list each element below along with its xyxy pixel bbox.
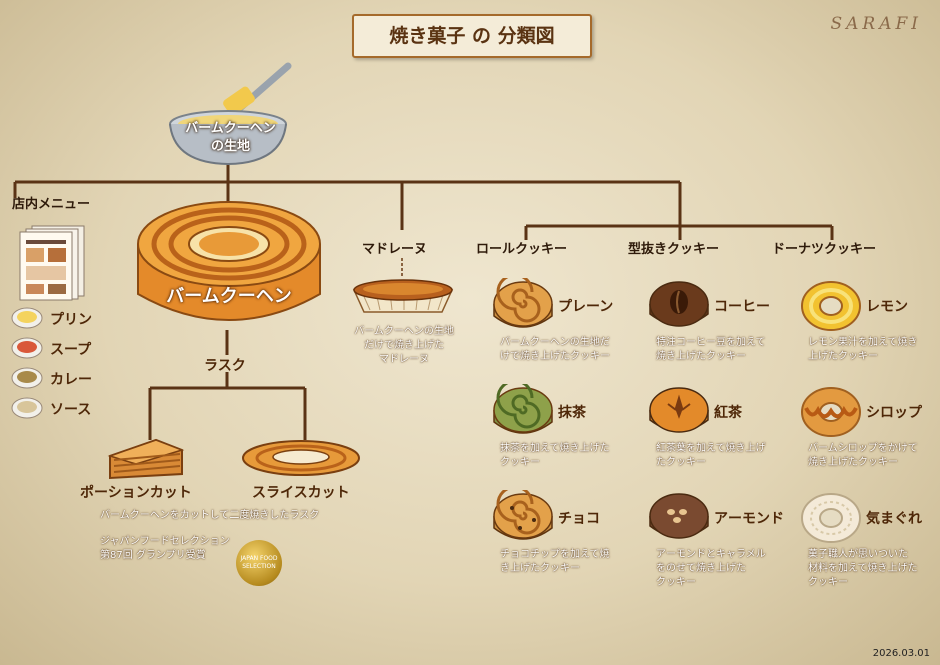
menu-item-soup: スープ [10,335,91,365]
matcha-roll-cookie-icon [493,384,553,434]
madeleine-heading: マドレーヌ [362,242,428,257]
cookie-description: 紅茶葉を加えて焼き上げ たクッキー [656,443,766,468]
menu-item-curry: カレー [10,365,92,395]
lemon-donut-cookie-icon [801,281,861,331]
cookie-description: 菓子職人が思いついた 材料を加えて焼き上げた クッキー [808,549,918,588]
cookie-label: コーヒー [714,299,770,315]
baumkuchen-label: バームクーヘン [166,286,292,307]
pudding-icon [11,307,43,329]
award-seal: JAPAN FOOD SELECTION [236,540,282,586]
cookie-description: アーモンドとキャラメル をのせて焼き上げた クッキー [656,549,766,588]
choco-roll-cookie-icon [493,490,553,540]
cookie-label: 抹茶 [558,405,586,421]
madeleine-description: バームクーヘンの生地 だけで焼き上げた マドレーヌ [354,326,454,365]
cookie-label: プレーン [558,299,614,315]
date-stamp: 2026.03.01 [872,648,930,659]
portion-cut-rusk-icon [107,438,185,480]
menu-item-pudding: プリン [10,305,92,335]
soup-icon [11,337,43,359]
cookie-description: チョコチップを加えて焼 き上げたクッキー [500,549,610,574]
menu-book-icon [19,225,85,301]
cookie-label: シロップ [866,405,922,421]
sauce-icon [11,397,43,419]
mixing-bowl-icon [169,62,292,166]
almond-cookie-icon [649,493,709,539]
cookie-description: 特注コーヒー豆を加えて 焼き上げたクッキー [656,337,766,362]
column-heading: ドーナツクッキー [772,242,877,257]
syrup-donut-cookie-icon [801,387,861,437]
column-heading: 型抜きクッキー [628,242,720,257]
cookie-label: アーモンド [714,511,784,527]
page-title: 焼き菓子 の 分類図 [352,14,592,58]
curry-icon [11,367,43,389]
cookie-label: レモン [866,299,908,315]
award-text: ジャパンフードセレクション 第87回 グランプリ受賞 [100,536,230,561]
store-menu-heading: 店内メニュー [12,197,91,212]
whim-donut-cookie-icon [801,493,861,543]
rusk-description: バームクーヘンをカットして二度焼きしたラスク [100,510,320,521]
slice-cut-label: スライスカット [252,485,350,501]
cookie-label: チョコ [558,511,600,527]
baumkuchen-icon [137,201,321,321]
cookie-label: 紅茶 [714,405,742,421]
dough-label: バームクーヘン の生地 [185,121,276,154]
cookie-label: 気まぐれ [866,511,922,527]
rusk-heading: ラスク [204,358,246,374]
menu-item-sauce: ソース [10,395,91,425]
portion-cut-label: ポーションカット [80,485,192,501]
cookie-description: レモン果汁を加えて焼き 上げたクッキー [808,337,918,362]
slice-cut-rusk-icon [242,440,360,476]
cookie-description: バームシロップをかけて 焼き上げたクッキー [808,443,918,468]
brand-logo: SARAFI [830,14,922,34]
cookie-description: バームクーヘンの生地だ けで焼き上げたクッキー [500,337,610,362]
coffee-cookie-icon [649,281,709,327]
tea-cookie-icon [649,387,709,433]
cookie-description: 抹茶を加えて焼き上げた クッキー [500,443,610,468]
roll-cookie-icon [493,278,553,328]
madeleine-icon [352,279,454,313]
column-heading: ロールクッキー [476,242,568,257]
